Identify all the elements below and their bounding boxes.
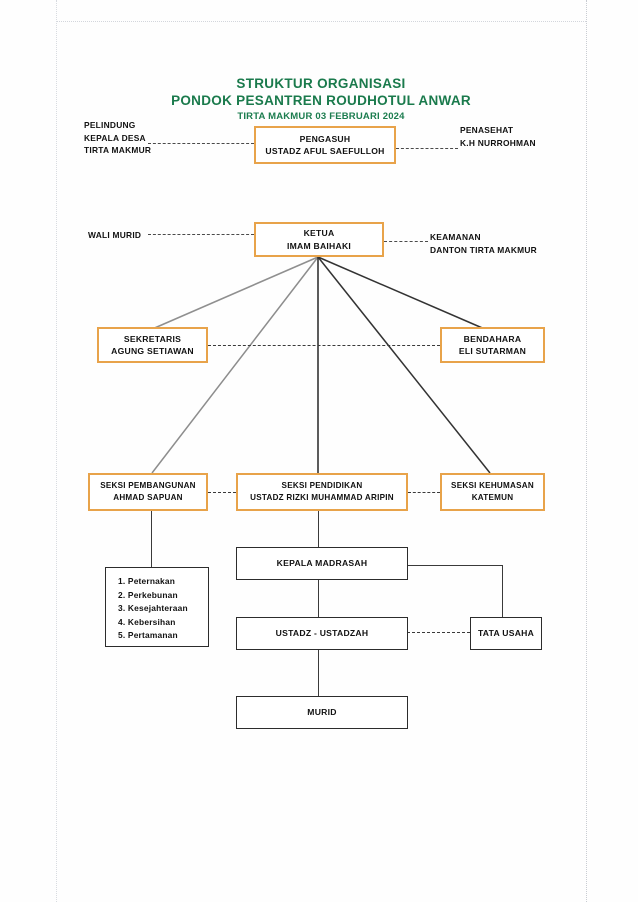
- node-tata-usaha[interactable]: TATA USAHA: [470, 617, 542, 650]
- paper-edge-right: [586, 0, 587, 902]
- node-sekretaris-name: AGUNG SETIAWAN: [111, 346, 194, 356]
- connector-pembangunan-duties: [151, 511, 152, 567]
- node-seksi-kehumasan-name: KATEMUN: [471, 493, 514, 502]
- connector-walimurid-ketua: [148, 234, 254, 235]
- node-ketua-role: KETUA: [303, 228, 335, 239]
- chart-title-line-1: STRUKTUR ORGANISASI: [236, 76, 406, 91]
- node-seksi-pendidikan-name: USTADZ RIZKI MUHAMMAD ARIPIN: [250, 493, 394, 502]
- label-keamanan-line-2: DANTON TIRTA MAKMUR: [430, 244, 537, 255]
- chart-subtitle-date: TIRTA MAKMUR 03 FEBRUARI 2024: [237, 111, 405, 122]
- node-bendahara[interactable]: BENDAHARA ELI SUTARMAN: [440, 327, 545, 363]
- label-penasehat-line-1: PENASEHAT: [460, 125, 514, 135]
- list-item: 3. Kesejahteraan: [118, 603, 188, 614]
- node-kepala-madrasah-role: KEPALA MADRASAH: [276, 558, 368, 569]
- node-seksi-kehumasan-role: SEKSI KEHUMASAN: [451, 481, 534, 491]
- chart-title-line-2: PONDOK PESANTREN ROUDHOTUL ANWAR: [171, 93, 471, 108]
- node-murid-role: MURID: [307, 707, 337, 718]
- paper-edge-top: [56, 21, 586, 22]
- connector-ustadz-murid: [318, 650, 319, 696]
- label-keamanan: KEAMANAN DANTON TIRTA MAKMUR: [430, 231, 537, 256]
- label-penasehat-line-2: K.H NURROHMAN: [460, 137, 536, 148]
- list-item: 1. Peternakan: [118, 576, 176, 586]
- node-kepala-madrasah[interactable]: KEPALA MADRASAH: [236, 547, 408, 580]
- pembangunan-duties-list: 1. Peternakan 2. Perkebunan 3. Kesejahte…: [105, 567, 209, 647]
- node-sekretaris-role: SEKRETARIS: [123, 333, 182, 344]
- node-seksi-pendidikan-role: SEKSI PENDIDIKAN: [281, 481, 363, 491]
- node-tata-usaha-role: TATA USAHA: [477, 628, 535, 639]
- node-seksi-kehumasan[interactable]: SEKSI KEHUMASAN KATEMUN: [440, 473, 545, 511]
- node-bendahara-role: BENDAHARA: [463, 333, 522, 344]
- node-ketua-name: IMAM BAIHAKI: [286, 240, 352, 251]
- paper-edge-left: [56, 0, 57, 902]
- node-seksi-pendidikan[interactable]: SEKSI PENDIDIKAN USTADZ RIZKI MUHAMMAD A…: [236, 473, 408, 511]
- connector-madrasah-tatausaha-h: [407, 565, 503, 566]
- list-item: 2. Perkebunan: [118, 589, 178, 600]
- label-pelindung-line-3: TIRTA MAKMUR: [84, 145, 152, 156]
- node-pengasuh-role: PENGASUH: [299, 133, 351, 144]
- label-keamanan-line-1: KEAMANAN: [430, 232, 481, 242]
- node-pengasuh-name: USTADZ AFUL SAEFULLOH: [265, 146, 385, 156]
- node-bendahara-name: ELI SUTARMAN: [458, 346, 527, 356]
- connector-ketua-keamanan: [384, 241, 428, 242]
- label-penasehat: PENASEHAT K.H NURROHMAN: [460, 124, 536, 149]
- node-sekretaris[interactable]: SEKRETARIS AGUNG SETIAWAN: [97, 327, 208, 363]
- label-pelindung-line-1: PELINDUNG: [84, 120, 136, 130]
- connector-pengasuh-penasehat: [396, 148, 458, 149]
- connector-pendidikan-madrasah: [318, 511, 319, 547]
- node-murid[interactable]: MURID: [236, 696, 408, 729]
- node-seksi-pembangunan-name: AHMAD SAPUAN: [113, 493, 183, 502]
- label-pelindung: PELINDUNG KEPALA DESA TIRTA MAKMUR: [84, 119, 151, 157]
- list-item: 5. Pertamanan: [118, 630, 178, 641]
- node-pengasuh[interactable]: PENGASUH USTADZ AFUL SAEFULLOH: [254, 126, 396, 164]
- connector-pembangunan-pendidikan: [208, 492, 236, 493]
- node-seksi-pembangunan[interactable]: SEKSI PEMBANGUNAN AHMAD SAPUAN: [88, 473, 208, 511]
- connector-sekretaris-bendahara: [208, 345, 440, 346]
- connector-pelindung-pengasuh: [148, 143, 254, 144]
- list-item: 4. Kebersihan: [118, 616, 176, 627]
- node-seksi-pembangunan-role: SEKSI PEMBANGUNAN: [100, 481, 196, 491]
- label-wali-murid: WALI MURID: [88, 230, 142, 240]
- connector-pendidikan-kehumasan: [408, 492, 440, 493]
- node-ustadz-ustadzah[interactable]: USTADZ - USTADZAH: [236, 617, 408, 650]
- connector-ustadz-tatausaha: [407, 632, 470, 633]
- node-ketua[interactable]: KETUA IMAM BAIHAKI: [254, 222, 384, 257]
- connector-madrasah-ustadz: [318, 580, 319, 618]
- label-pelindung-line-2: KEPALA DESA: [84, 132, 146, 143]
- node-ustadz-ustadzah-role: USTADZ - USTADZAH: [275, 628, 369, 639]
- connector-madrasah-tatausaha-v: [502, 565, 503, 618]
